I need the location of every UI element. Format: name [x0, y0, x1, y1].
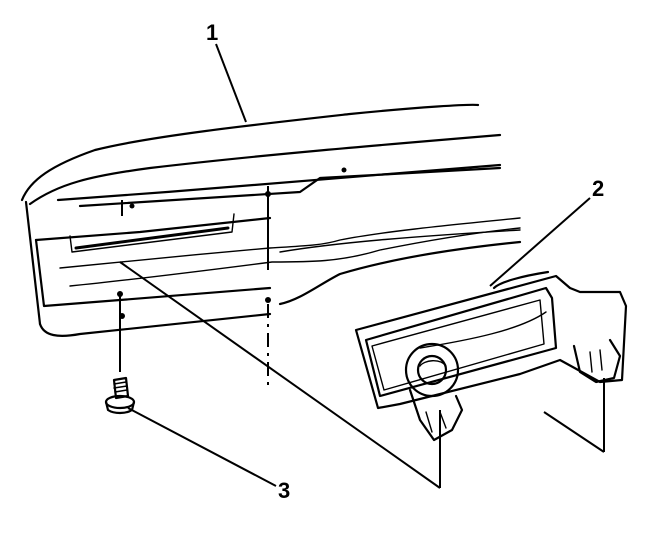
svg-text:1: 1 — [206, 20, 218, 45]
mounting-tab — [572, 338, 622, 384]
svg-text:3: 3 — [278, 478, 290, 503]
bumper-fascia — [20, 103, 522, 388]
lamp-assembly — [119, 261, 628, 489]
screw — [104, 376, 136, 415]
fastener-hole — [341, 167, 347, 173]
callout-2: 2 — [489, 176, 604, 287]
fastener-hole — [117, 291, 123, 297]
fastener-hole — [265, 297, 271, 303]
bulb-socket — [404, 342, 464, 442]
fastener-hole — [129, 203, 135, 209]
callout-3: 3 — [127, 407, 290, 503]
svg-text:2: 2 — [592, 176, 604, 201]
callout-1: 1 — [206, 20, 247, 123]
